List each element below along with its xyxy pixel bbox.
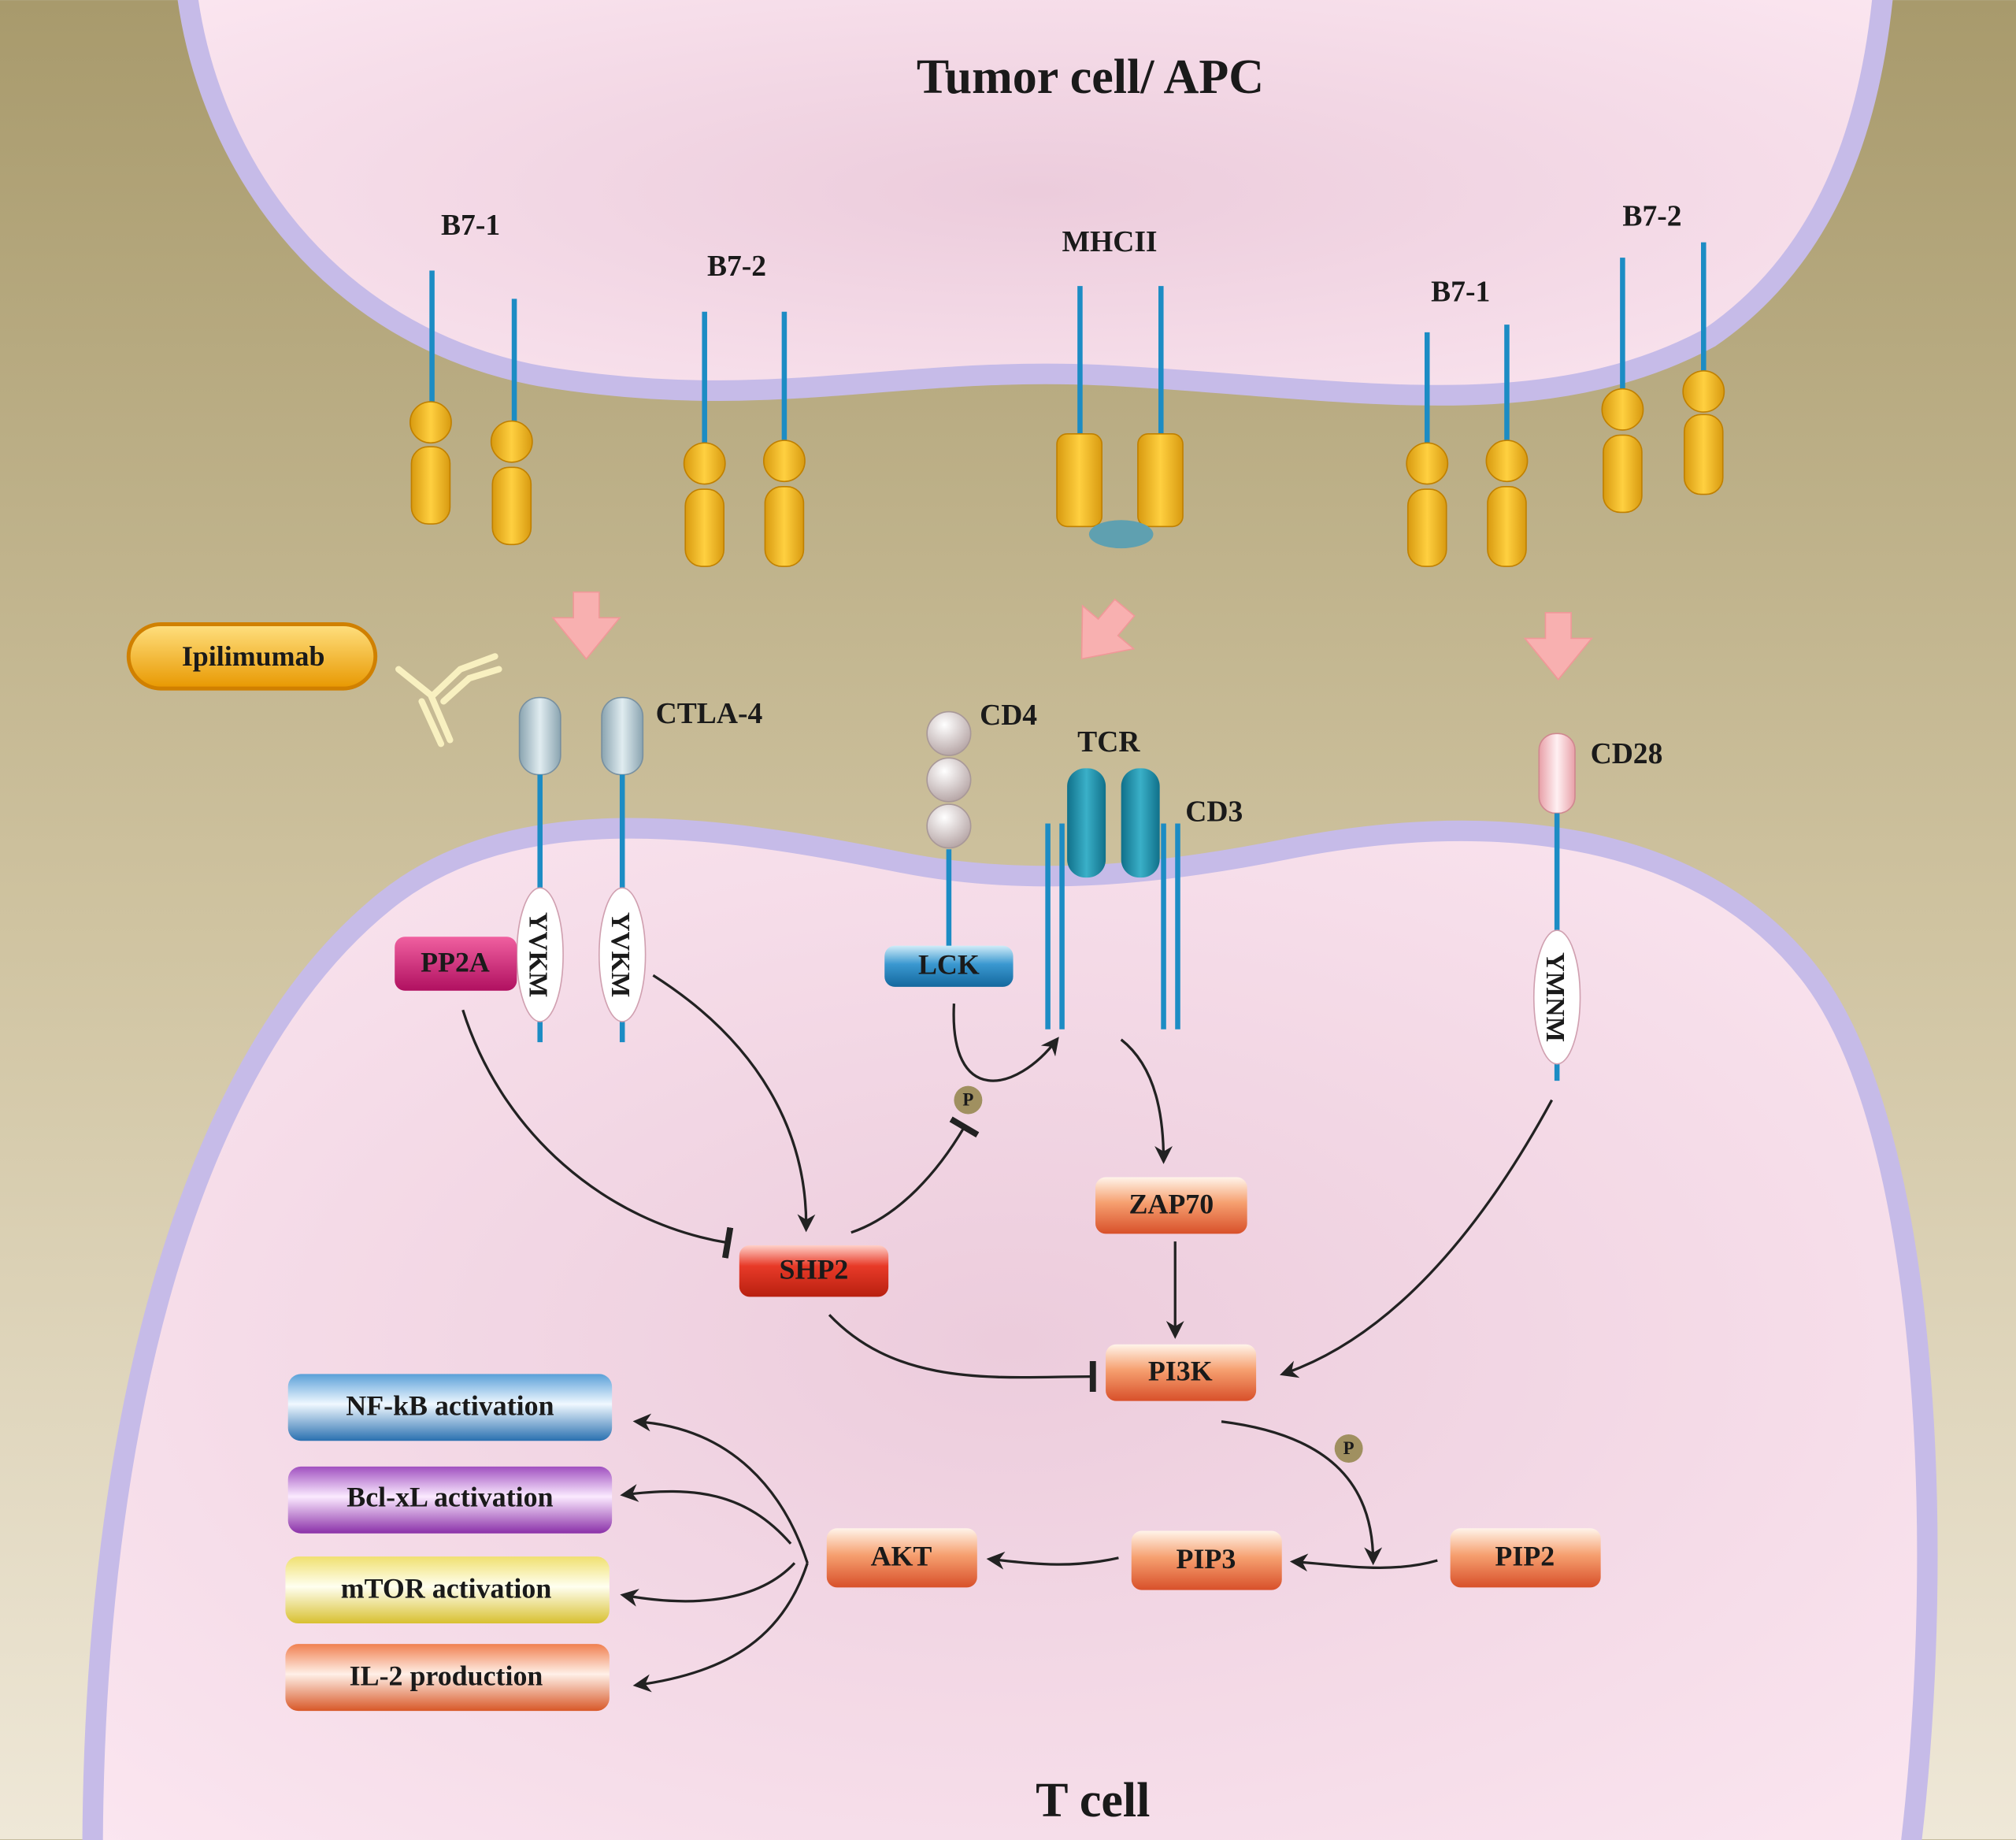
svg-text:PIP3: PIP3: [1177, 1543, 1236, 1575]
svg-text:Bcl-xL activation: Bcl-xL activation: [346, 1482, 553, 1513]
pp2a-box: PP2A: [395, 937, 517, 991]
b7-2-right-label: B7-2: [1622, 200, 1681, 232]
tcr-label: TCR: [1077, 726, 1140, 759]
tcr-receptor: [1067, 768, 1160, 878]
t-cell-title: T cell: [1036, 1774, 1150, 1827]
lck-box: LCK: [884, 945, 1014, 987]
svg-text:P: P: [962, 1089, 973, 1109]
pip3-box: PIP3: [1131, 1530, 1282, 1590]
tumor-cell-title: Tumor cell/ APC: [917, 50, 1264, 104]
b7-1-left-receptor: [410, 270, 533, 546]
svg-text:ZAP70: ZAP70: [1128, 1188, 1214, 1219]
cd3-complex: [1045, 823, 1180, 1029]
svg-text:NF-kB activation: NF-kB activation: [346, 1390, 554, 1422]
phospho-marker-pi3k: P: [1334, 1434, 1363, 1463]
antibody-icon: [395, 653, 502, 748]
akt-to-bclxl-arrow: [620, 1484, 792, 1545]
shp2-inhibits-pi3k: [828, 1314, 1096, 1393]
ctla4-motif-1: YVKM: [524, 912, 554, 998]
shp2-box: SHP2: [739, 1245, 889, 1297]
binding-arrow-tcr: [1080, 598, 1136, 660]
pip2-to-pip3-arrow: [1289, 1553, 1438, 1572]
cd4-label: CD4: [980, 699, 1037, 732]
b7-2-right-receptor: [1601, 242, 1725, 514]
svg-text:PIP2: PIP2: [1495, 1541, 1555, 1572]
ctla4-label: CTLA-4: [656, 698, 763, 730]
cd4-receptor: [926, 710, 972, 950]
ctla4-motif-2: YVKM: [606, 912, 636, 998]
b7-1-right-label: B7-1: [1431, 276, 1490, 309]
pip2-box: PIP2: [1450, 1528, 1601, 1588]
bclxl-activation-box: Bcl-xL activation: [287, 1466, 613, 1534]
nfkb-activation-box: NF-kB activation: [287, 1374, 613, 1441]
cd28-to-pi3k-arrow: [1280, 1099, 1554, 1378]
ctla4-receptor: [516, 696, 647, 1043]
akt-to-il2-arrow: [632, 1562, 809, 1693]
il2-production-box: IL-2 production: [285, 1644, 610, 1712]
lck-to-tcr-arrow: [952, 1003, 1059, 1082]
pi3k-phosphorylation-arrow: [1221, 1420, 1383, 1566]
b7-2-left-label: B7-2: [707, 250, 766, 283]
svg-text:PP2A: PP2A: [421, 946, 490, 978]
cd3-label: CD3: [1185, 796, 1243, 828]
svg-text:PI3K: PI3K: [1148, 1356, 1213, 1387]
akt-to-mtor-arrow: [620, 1562, 796, 1607]
binding-arrow-ctla4: [551, 591, 621, 660]
akt-to-nfkb-arrow: [632, 1413, 809, 1564]
svg-text:SHP2: SHP2: [780, 1254, 849, 1285]
akt-box: AKT: [826, 1528, 977, 1588]
ctla4-activates-shp2: [652, 974, 816, 1233]
binding-arrow-cd28: [1523, 611, 1593, 681]
mhcii-label: MHCII: [1062, 226, 1158, 258]
svg-text:P: P: [1343, 1438, 1354, 1458]
pi3k-box: PI3K: [1106, 1344, 1257, 1401]
zap70-box: ZAP70: [1095, 1177, 1247, 1234]
phospho-marker-lck: P: [954, 1085, 983, 1115]
tcr-to-zap70-arrow: [1120, 1038, 1173, 1164]
svg-text:mTOR activation: mTOR activation: [341, 1572, 552, 1604]
b7-2-left-receptor: [683, 311, 806, 567]
shp2-inhibits-phosphorylation: [850, 1116, 980, 1234]
mhcii-receptor: [1056, 286, 1184, 549]
ipilimumab-badge: Ipilimumab: [126, 622, 378, 691]
pp2a-inhibits-shp2: [461, 1009, 734, 1259]
pip3-to-akt-arrow: [986, 1551, 1119, 1570]
cd28-motif: YMNM: [1540, 952, 1570, 1042]
tumor-cell: [177, 0, 1893, 406]
b7-1-left-label: B7-1: [441, 210, 500, 242]
svg-text:Ipilimumab: Ipilimumab: [182, 640, 325, 672]
svg-text:AKT: AKT: [871, 1541, 932, 1572]
mtor-activation-box: mTOR activation: [285, 1556, 610, 1624]
cd28-label: CD28: [1591, 738, 1663, 770]
cd28-receptor: [1532, 733, 1581, 1081]
svg-text:LCK: LCK: [918, 949, 980, 981]
svg-text:IL-2 production: IL-2 production: [350, 1660, 543, 1691]
b7-1-right-receptor: [1406, 325, 1529, 567]
